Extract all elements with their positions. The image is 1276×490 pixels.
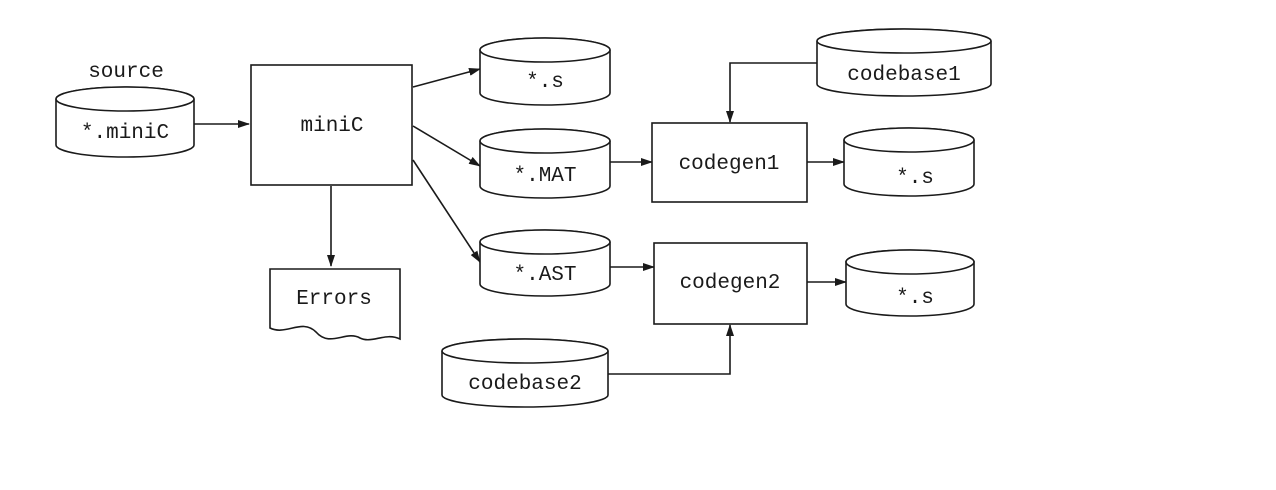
data-store-codebase1: codebase1 (816, 28, 992, 97)
data-store-codebase1-label: codebase1 (847, 64, 960, 87)
process-codegen2-label: codegen2 (680, 272, 781, 295)
data-store-codebase2: codebase2 (441, 338, 609, 408)
data-store-codebase2-label: codebase2 (468, 373, 581, 396)
data-store-minic-source: *.miniC (55, 86, 195, 158)
process-codegen2: codegen2 (653, 242, 808, 325)
arrow-minic-to-mat-file (412, 125, 481, 167)
data-store-s-codegen2: *.s (845, 249, 975, 317)
arrow-codebase2-to-codegen2 (608, 324, 734, 375)
data-store-minic-source-label: *.miniC (81, 122, 169, 145)
document-errors-label: Errors (296, 288, 372, 311)
data-store-mat-label: *.MAT (513, 165, 576, 188)
arrow-minic-to-ast-file (412, 159, 481, 263)
process-codegen1: codegen1 (651, 122, 808, 203)
arrow-minic-to-s-file (412, 67, 481, 88)
data-store-s-codegen1: *.s (843, 127, 975, 197)
process-minic: miniC (250, 64, 413, 186)
data-store-ast: *.AST (479, 229, 611, 297)
source-label: source (88, 61, 164, 84)
connectors (194, 62, 847, 375)
data-store-s-codegen2-label: *.s (896, 287, 934, 310)
data-store-mat: *.MAT (479, 128, 611, 199)
arrow-codebase1-to-codegen1 (726, 62, 817, 123)
data-store-s-codegen1-label: *.s (896, 167, 934, 190)
process-minic-label: miniC (300, 115, 363, 138)
process-codegen1-label: codegen1 (679, 153, 780, 176)
data-store-ast-label: *.AST (513, 264, 576, 287)
document-errors: Errors (269, 268, 401, 341)
data-store-s-top: *.s (479, 37, 611, 106)
data-store-s-top-label: *.s (526, 71, 564, 94)
